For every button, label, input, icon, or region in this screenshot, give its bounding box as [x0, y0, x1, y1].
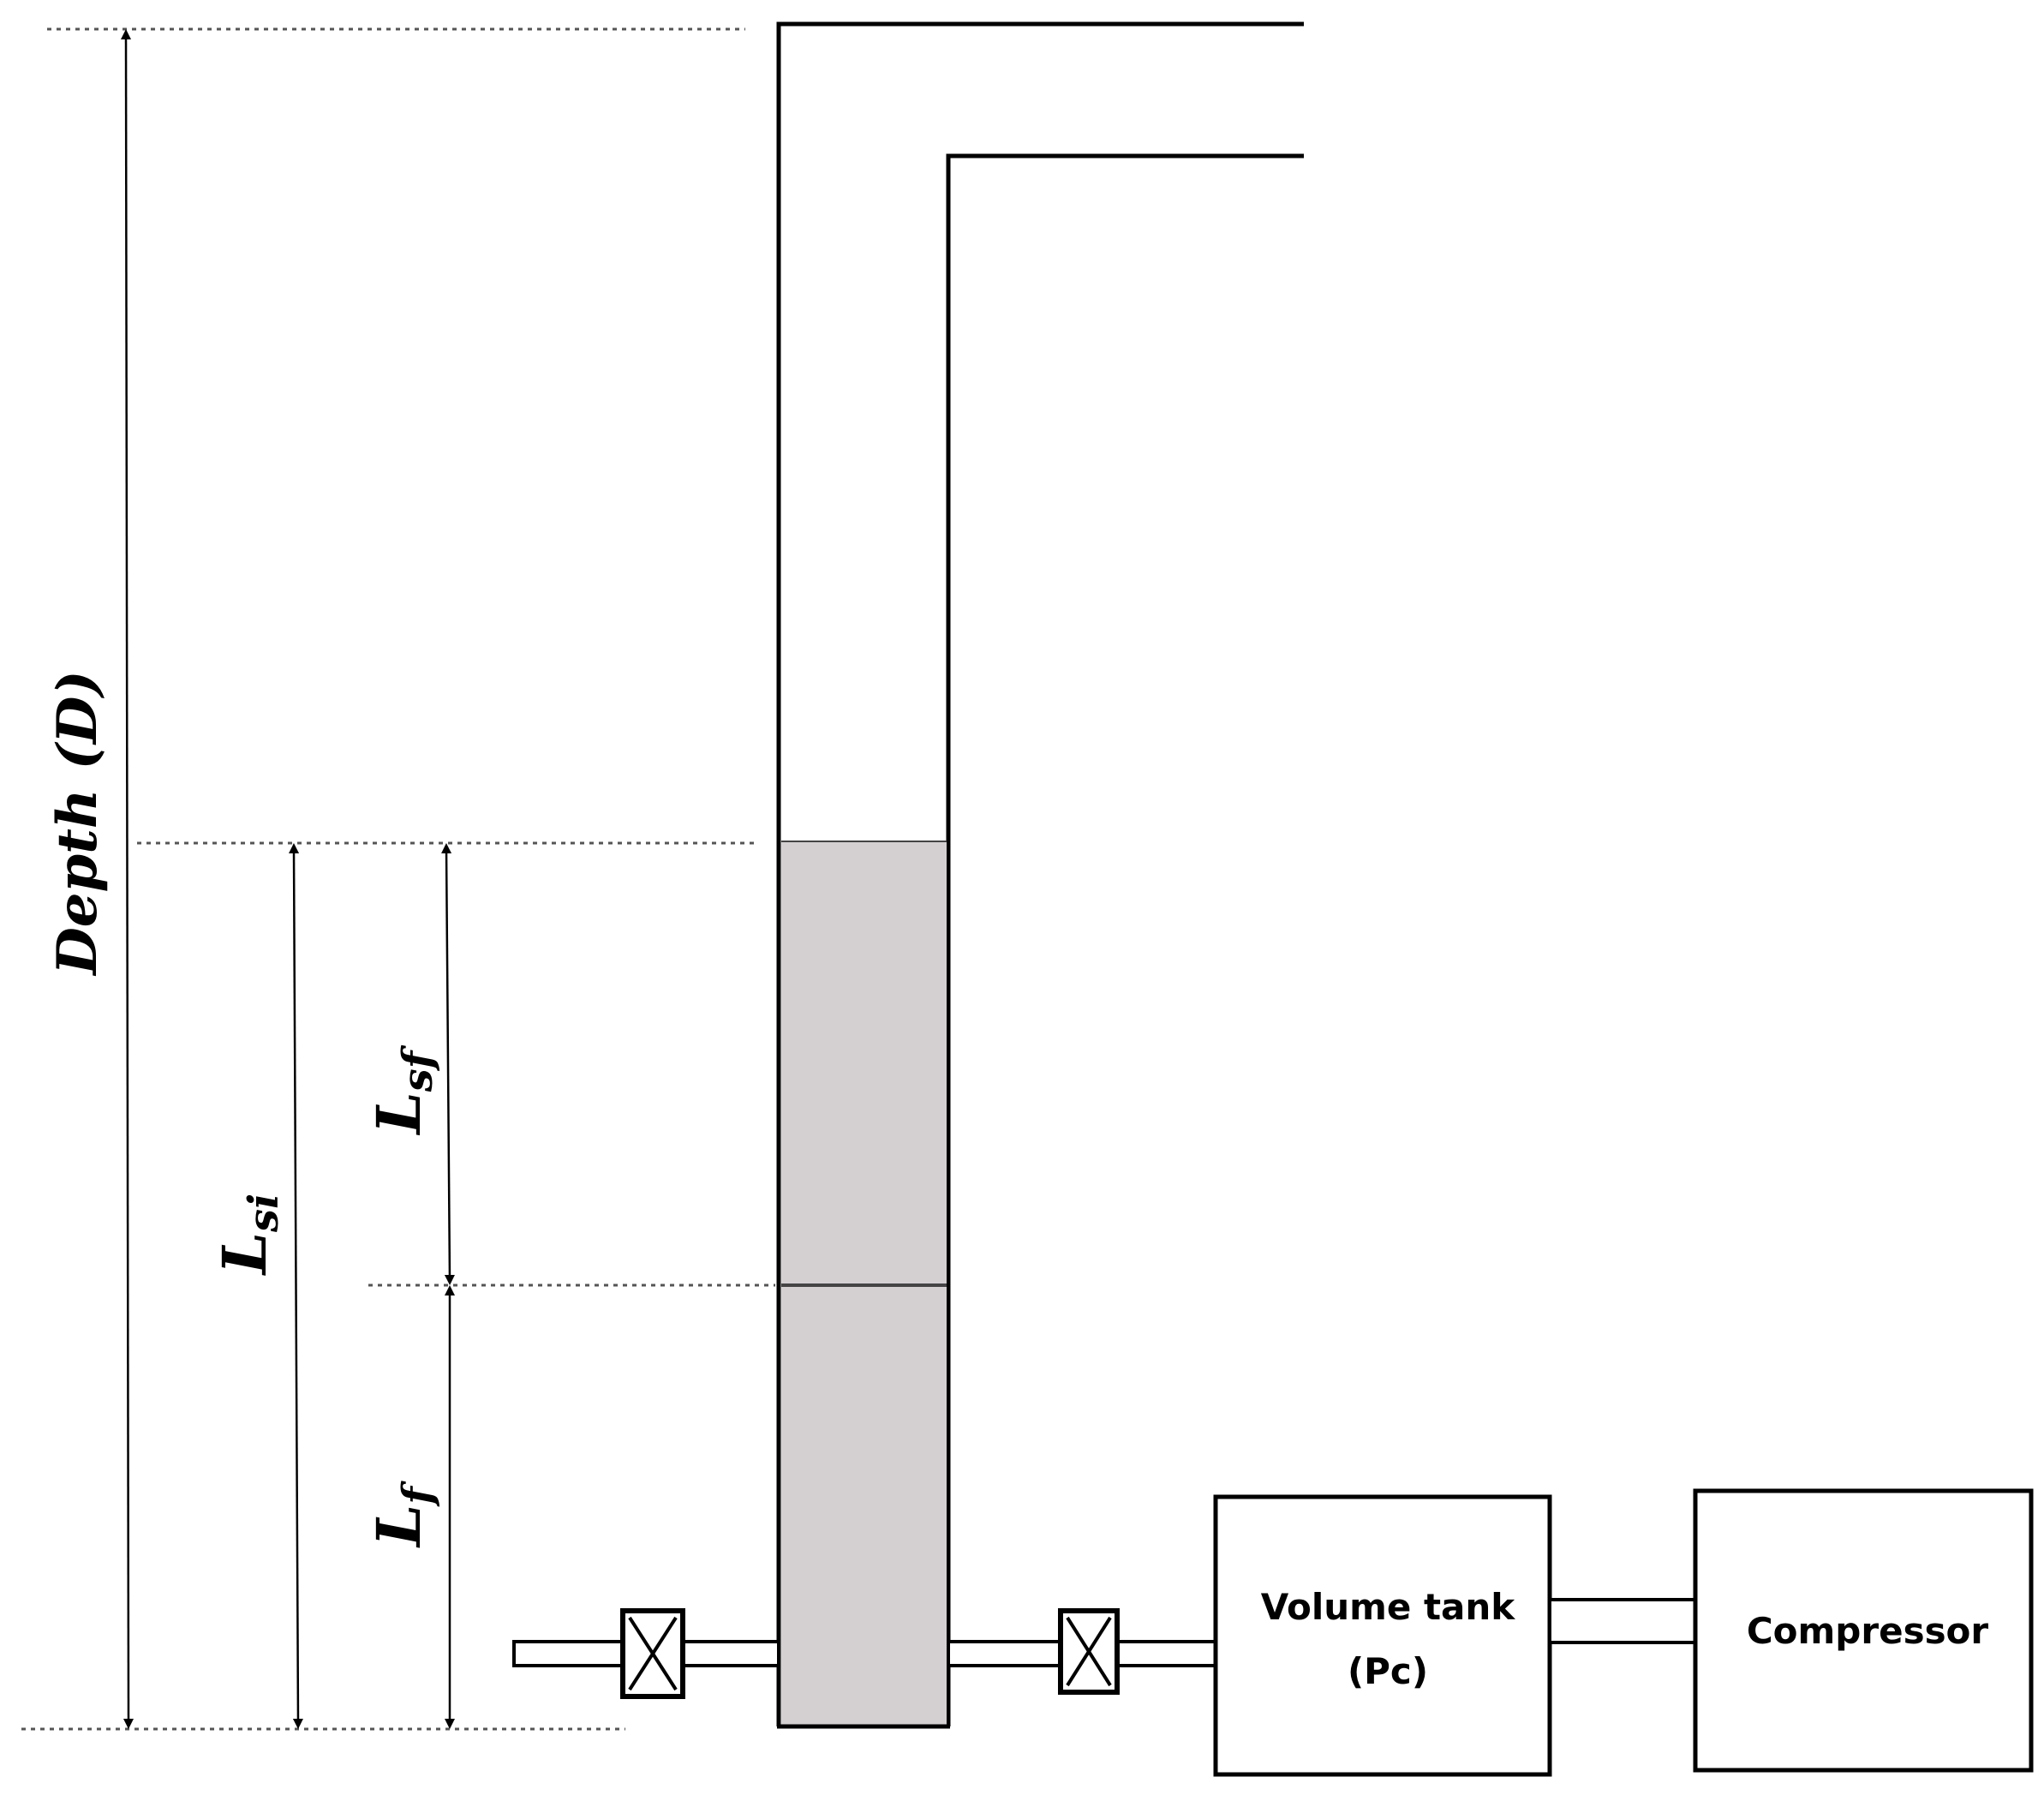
l-f-main: L — [363, 1505, 434, 1548]
svg-text:Lsi: Lsi — [209, 1194, 288, 1276]
svg-text:Lsf: Lsf — [363, 1044, 442, 1135]
l-si-arrow — [289, 843, 303, 1729]
l-f-label: Lf — [363, 1481, 442, 1548]
depth-label: Depth (D) — [45, 670, 110, 976]
l-si-label: Lsi — [209, 1194, 288, 1276]
left-valve[interactable] — [620, 1608, 685, 1699]
right-valve[interactable] — [1058, 1608, 1120, 1695]
l-f-sub: f — [394, 1481, 442, 1507]
inner-tubing-wall — [946, 153, 1304, 1726]
compressor-label: Compressor — [1747, 1610, 1989, 1652]
compressor-box — [1693, 1488, 2034, 1773]
l-si-main: L — [209, 1232, 280, 1276]
l-sf-main: L — [363, 1092, 434, 1135]
svg-text:Lf: Lf — [363, 1481, 442, 1548]
l-sf-arrow — [441, 843, 455, 1285]
l-sf-sub: sf — [394, 1044, 442, 1092]
volume-tank-label: Volume tank — [1261, 1586, 1516, 1628]
depth-arrow — [121, 29, 134, 1729]
l-sf-label: Lsf — [363, 1044, 442, 1135]
outer-casing-wall — [776, 21, 1304, 1726]
tank-compressor-pipe — [1548, 1598, 1697, 1644]
l-si-sub: si — [240, 1194, 288, 1233]
volume-tank-pressure-label: (Pc) — [1348, 1650, 1428, 1692]
volume-tank-box — [1213, 1494, 1552, 1777]
